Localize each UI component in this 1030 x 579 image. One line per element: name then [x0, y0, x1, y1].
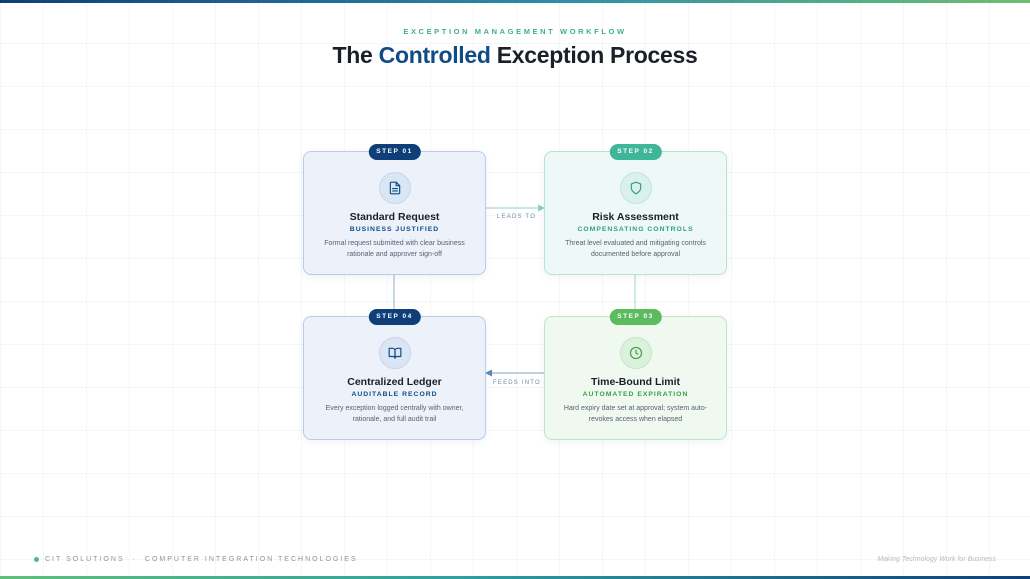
footer-separator: · — [132, 556, 137, 563]
step-title: Risk Assessment — [592, 211, 679, 223]
step-title: Time-Bound Limit — [590, 376, 681, 388]
step-description: Threat level evaluated and mitigating co… — [565, 240, 706, 258]
step-subtitle: BUSINESS JUSTIFIED — [349, 226, 440, 233]
step-description: Formal request submitted with clear busi… — [324, 240, 465, 258]
step-card-time-bound-limit: STEP 03 Time-Bound Limit AUTOMATED EXPIR… — [544, 309, 727, 440]
book-icon — [388, 347, 401, 359]
footer-branding: CIT SOLUTIONS · COMPUTER INTEGRATION TEC… — [34, 556, 358, 563]
step-badge: STEP 01 — [368, 144, 421, 160]
document-icon — [389, 181, 400, 195]
step-card-risk-assessment: STEP 02 Risk Assessment COMPENSATING CON… — [544, 144, 727, 275]
shield-icon — [630, 181, 641, 195]
connector-label-feeds-into: FEEDS INTO — [493, 380, 541, 386]
step-card-standard-request: STEP 01 Standard Request BUSINESS JUSTIF… — [303, 144, 486, 275]
step-card-centralized-ledger: STEP 04 Centralized Ledger AUDITABLE REC… — [303, 309, 486, 440]
footer-tagline: COMPUTER INTEGRATION TECHNOLOGIES — [144, 556, 358, 563]
step-badge: STEP 03 — [609, 309, 662, 325]
icon-badge — [619, 172, 652, 204]
footer-company: CIT SOLUTIONS — [45, 556, 125, 563]
step-description: Hard expiry date set at approval; system… — [563, 405, 708, 423]
step-badge: STEP 02 — [609, 144, 662, 160]
title-suffix: Exception Process — [490, 42, 698, 68]
step-subtitle: COMPENSATING CONTROLS — [577, 226, 694, 233]
eyebrow-label: EXCEPTION MANAGEMENT WORKFLOW — [403, 27, 627, 36]
step-title: Centralized Ledger — [347, 376, 442, 388]
bottom-accent-bar — [0, 576, 1030, 579]
step-subtitle: AUTOMATED EXPIRATION — [582, 391, 689, 398]
step-badge: STEP 04 — [368, 309, 421, 325]
step-title: Standard Request — [349, 211, 440, 223]
brand-dot-icon — [34, 557, 39, 562]
page-title: The Controlled Exception Process — [0, 42, 1030, 69]
title-prefix: The — [332, 42, 379, 68]
icon-badge — [378, 337, 411, 369]
arrowhead-step4 — [485, 369, 492, 377]
step-description: Every exception logged centrally with ow… — [325, 405, 464, 423]
icon-badge — [619, 337, 652, 369]
top-accent-bar — [0, 0, 1030, 3]
footer-slogan: Making Technology Work for Business — [877, 556, 996, 563]
clock-icon — [629, 346, 642, 360]
title-accent-word: Controlled — [378, 42, 491, 68]
icon-badge — [378, 172, 411, 204]
step-subtitle: AUDITABLE RECORD — [351, 391, 438, 398]
connector-label-leads-to: LEADS TO — [497, 214, 537, 220]
